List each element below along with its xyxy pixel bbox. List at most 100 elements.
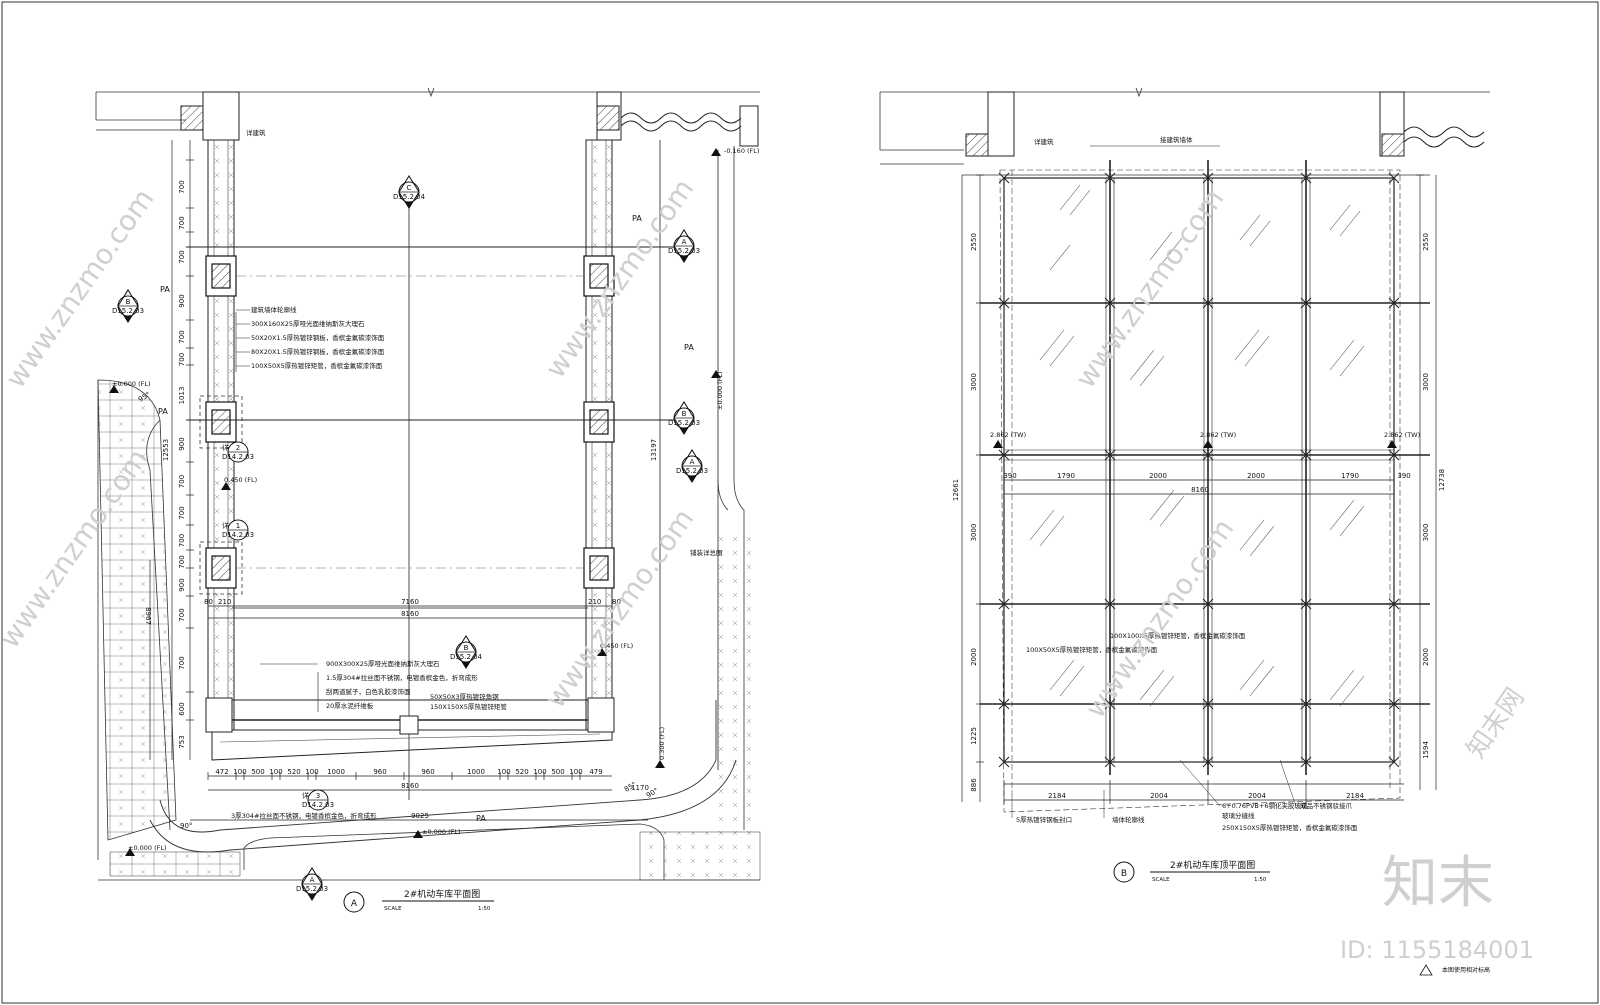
plan-a-tag: [343, 891, 365, 913]
label-pa-bottom: PA: [476, 814, 486, 823]
dimension-label: 900: [178, 437, 186, 450]
section-id: A: [690, 458, 695, 466]
watermark-id: ID: 1155184001: [1340, 936, 1534, 964]
elevation-label: -0.160 (FL): [724, 147, 759, 155]
detail-prefix: 详: [222, 443, 229, 452]
dimension-label: 700: [178, 555, 186, 568]
elevation-label: ±0.000 (FL): [112, 380, 151, 388]
dimension-label: 1000: [467, 768, 485, 776]
dimension-label: 8967: [144, 607, 152, 625]
dimension-label: 100: [569, 768, 582, 776]
section-id: 3: [316, 792, 320, 800]
wall-note: 50X20X1.5厚热镀锌钢板，香槟金氟碳漆饰面: [251, 333, 385, 342]
dimension-label: 500: [551, 768, 564, 776]
dimension-label: 700: [178, 250, 186, 263]
dimension-label: 8160: [401, 782, 419, 790]
elevation-label: 2.862 (TW): [1200, 431, 1236, 439]
dimension-label: 753: [178, 735, 186, 748]
dimension-label: 100: [533, 768, 546, 776]
dimension-label: 960: [373, 768, 386, 776]
section-sheet: D15.2.03: [676, 467, 708, 475]
label-paving-ref: 铺装详总图: [690, 548, 723, 557]
dimension-label: 700: [178, 180, 186, 193]
dimension-label: 472: [215, 768, 228, 776]
base-note: 900X300X25厚哑光面维纳斯灰大理石: [326, 659, 440, 668]
wall-note: 建筑墙体轮廓线: [251, 305, 297, 314]
watermark-brand: 知末: [1382, 851, 1494, 916]
label-wall-line: 接建筑墙体: [1160, 135, 1193, 144]
detail-prefix: 详: [302, 791, 309, 800]
dimension-label: 900: [178, 294, 186, 307]
glazing-note: 成品不锈钢驳接爪: [1300, 801, 1353, 810]
dimension-label: 700: [178, 216, 186, 229]
elevation-label: 2.862 (TW): [990, 431, 1026, 439]
section-id: C: [407, 184, 412, 192]
section-sheet: D15.2.04: [393, 193, 426, 201]
dimension-label: 1790: [1057, 472, 1075, 480]
elevation-label: ±0.000 (FL): [128, 844, 167, 852]
label-existing-b: 详建筑: [1034, 137, 1054, 146]
glazing-note: 玻璃分缝线: [1222, 811, 1255, 820]
dimension-label: 3000: [970, 524, 978, 542]
dimension-label: 12738: [1438, 469, 1446, 491]
wall-note: 300X160X25厚哑光面维纳斯灰大理石: [251, 319, 365, 328]
angle-label: 90°: [180, 822, 192, 830]
dimension-label: 700: [178, 656, 186, 669]
dimension-label: 9025: [411, 812, 429, 820]
dimension-label: 500: [251, 768, 264, 776]
dimension-label: 3000: [970, 373, 978, 391]
section-id: A: [682, 238, 687, 246]
watermark-url: www.znzmo.com: [1079, 513, 1241, 724]
dimension-label: 700: [178, 475, 186, 488]
dimension-label: 7160: [401, 598, 419, 606]
building-column-left: [180, 105, 204, 131]
dimension-label: 2000: [1422, 648, 1430, 666]
elevation-label: ±0.000 (FL): [716, 371, 724, 410]
elevation-markers-b: 2.862 (TW) 2.862 (TW) 2.862 (TW): [990, 431, 1420, 448]
label-pa-right-mid: PA: [684, 343, 694, 352]
dimension-label: 8160: [401, 610, 419, 618]
beam-note: 100X50X5厚热镀锌矩管，香槟金氟碳漆饰面: [1026, 645, 1158, 654]
dimension-label: 520: [287, 768, 300, 776]
dimension-label: 520: [515, 768, 528, 776]
wall-note: 80X20X1.5厚热镀锌钢板，香槟金氟碳漆饰面: [251, 347, 385, 356]
plan-a-scale-label: SCALE: [384, 906, 402, 912]
dimension-label: 1594: [1422, 741, 1430, 759]
dimension-label: 100: [497, 768, 510, 776]
legend-note: 本图使用相对标高: [1442, 966, 1490, 974]
dimension-label: 210: [588, 598, 601, 606]
plan-a: 7007007009007007001013900700700700700900…: [95, 87, 761, 913]
dimension-label: 2000: [970, 648, 978, 666]
plan-b-scale-value: 1:50: [1254, 877, 1267, 883]
dimension-label: 960: [421, 768, 434, 776]
base-note: 刮两道腻子，白色乳胶漆饰面: [326, 687, 411, 696]
dimension-label: 2000: [1247, 472, 1265, 480]
dimension-label: 1225: [970, 727, 978, 745]
section-sheet: D14.2.03: [302, 801, 334, 809]
section-id: B: [126, 298, 131, 306]
label-pa-left: PA: [160, 285, 170, 294]
dimension-label: 1000: [327, 768, 345, 776]
section-sheet: D14.2.03: [222, 531, 254, 539]
plan-b-tag-text: B: [1121, 869, 1127, 879]
dimension-label: 700: [178, 506, 186, 519]
section-sheet: D14.2.03: [222, 453, 254, 461]
elevation-label: 0.300 (FL): [658, 727, 666, 760]
section-sheet: D15.2.03: [112, 307, 144, 315]
label-pa-left-low: PA: [158, 407, 168, 416]
dimension-label: 1013: [178, 387, 186, 405]
watermark-url: www.znzmo.com: [1069, 183, 1231, 394]
dimension-label: 100: [305, 768, 318, 776]
dimension-label: 700: [178, 330, 186, 343]
base-note: 1.5厚304#拉丝面不锈钢，电镀香槟金色，折弯成形: [326, 673, 478, 682]
watermark-url: www.znzmo.com: [539, 503, 701, 714]
elevation-label: 2.862 (TW): [1384, 431, 1420, 439]
base-note: 150X150X5厚热镀锌矩管: [430, 702, 507, 711]
